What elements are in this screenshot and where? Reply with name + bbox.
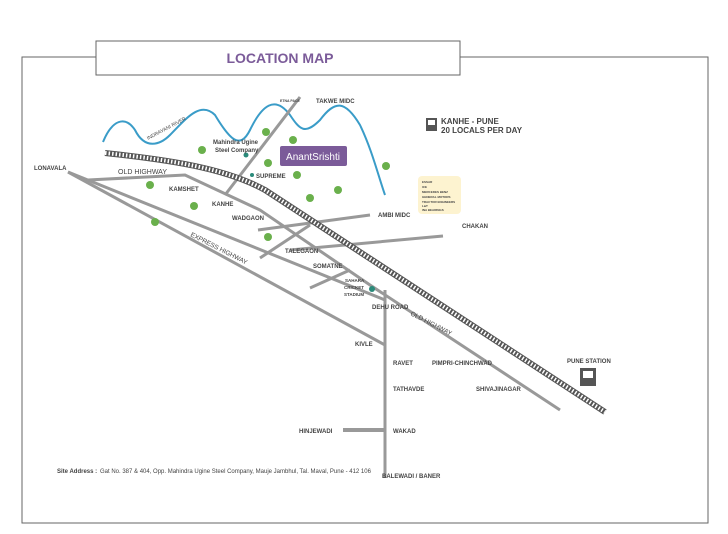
svg-text:MERCEDES BENZ: MERCEDES BENZ [422,190,448,194]
chakan-road [289,234,444,252]
takwe-label: TAKWE MIDC [316,99,355,105]
supreme-marker [250,173,254,177]
dehu-road-label: DEHU ROAD [372,305,409,311]
mahindra-label-2: Steel Company [215,148,259,154]
talegaon-label: TALEGAON [285,249,318,255]
supreme-label: SUPREME [256,174,286,180]
etna-label: ETNA PACE [280,99,301,103]
tree-icon [306,194,314,202]
talegaon-road [259,223,311,260]
tree-icon [146,181,154,189]
svg-text:TRACTOR ENGINEERS: TRACTOR ENGINEERS [422,200,455,204]
tree-icon [264,233,272,241]
tree-icon [382,162,390,170]
svg-text:INA BEARINGS: INA BEARINGS [422,208,444,212]
tree-icon [190,202,198,210]
project-logo[interactable] [280,146,347,166]
tathavde-label: TATHAVDE [393,387,424,393]
stadium-marker [369,286,375,292]
svg-text:ICE: ICE [422,185,427,189]
industries-box [418,176,461,214]
title-box [95,40,461,76]
mahindra-label-1: Mahindra Ugine [213,140,259,146]
tree-icon [151,218,159,226]
tree-icon [198,146,206,154]
map-frame [21,56,709,524]
hinjewadi-label: HINJEWADI [299,429,333,435]
tree-icon [293,171,301,179]
train-info-line2: 20 LOCALS PER DAY [441,126,523,135]
site-address-text: Gat No. 387 & 404, Opp. Mahindra Ugine S… [100,469,372,475]
ambi-label: AMBI MIDC [378,213,411,219]
balewadi-label: BALEWADI / BANER [382,474,441,480]
svg-text:L&T: L&T [422,204,428,208]
tree-icon [289,136,297,144]
tree-icon [262,128,270,136]
stadium-label-3: STADIUM [344,292,364,297]
railway-ties [104,151,607,414]
train-info-line1: KANHE - PUNE [441,117,499,126]
project-logo-text: AnantSrishti [286,152,340,163]
old-highway-label-2: OLD HIGHWAY [409,311,453,338]
tree-icon [334,186,342,194]
trees [146,128,390,241]
svg-text:GENERAL MOTORS: GENERAL MOTORS [422,195,451,199]
kivle-label: KIVLE [355,342,373,348]
wakad-label: WAKAD [393,429,416,435]
shivajinagar-label: SHIVAJINAGAR [476,387,522,393]
indrayani-river [102,103,386,196]
tree-icon [264,159,272,167]
express-highway-lower [67,170,386,347]
stadium-label-1: SAHARA [345,278,365,283]
lonavala-label: LONAVALA [34,166,67,172]
old-highway-road [87,173,561,412]
train-icon [426,118,437,131]
somatne-road [309,268,351,290]
ravet-label: RAVET [393,361,413,367]
svg-text:ESSAR: ESSAR [422,180,433,184]
pune-station-label: PUNE STATION [567,359,611,365]
roads [67,96,561,478]
old-highway-label: OLD HIGHWAY [118,169,167,176]
chakan-label: CHAKAN [462,224,488,230]
kanhe-label: KANHE [212,202,233,208]
pune-station-icon [580,368,596,386]
somatne-label: SOMATNE [313,264,343,270]
page-title: LOCATION MAP [226,50,333,66]
site-address-label: Site Address : [57,469,97,475]
express-highway-label: EXPRESS HIGHWAY [189,232,249,267]
wadgaon-label: WADGAON [232,216,264,222]
stadium-label-2: CRICKET [344,285,364,290]
pimpri-label: PIMPRI-CHINCHWAD [432,361,493,367]
kamshet-label: KAMSHET [169,187,199,193]
mahindra-marker [243,152,249,158]
